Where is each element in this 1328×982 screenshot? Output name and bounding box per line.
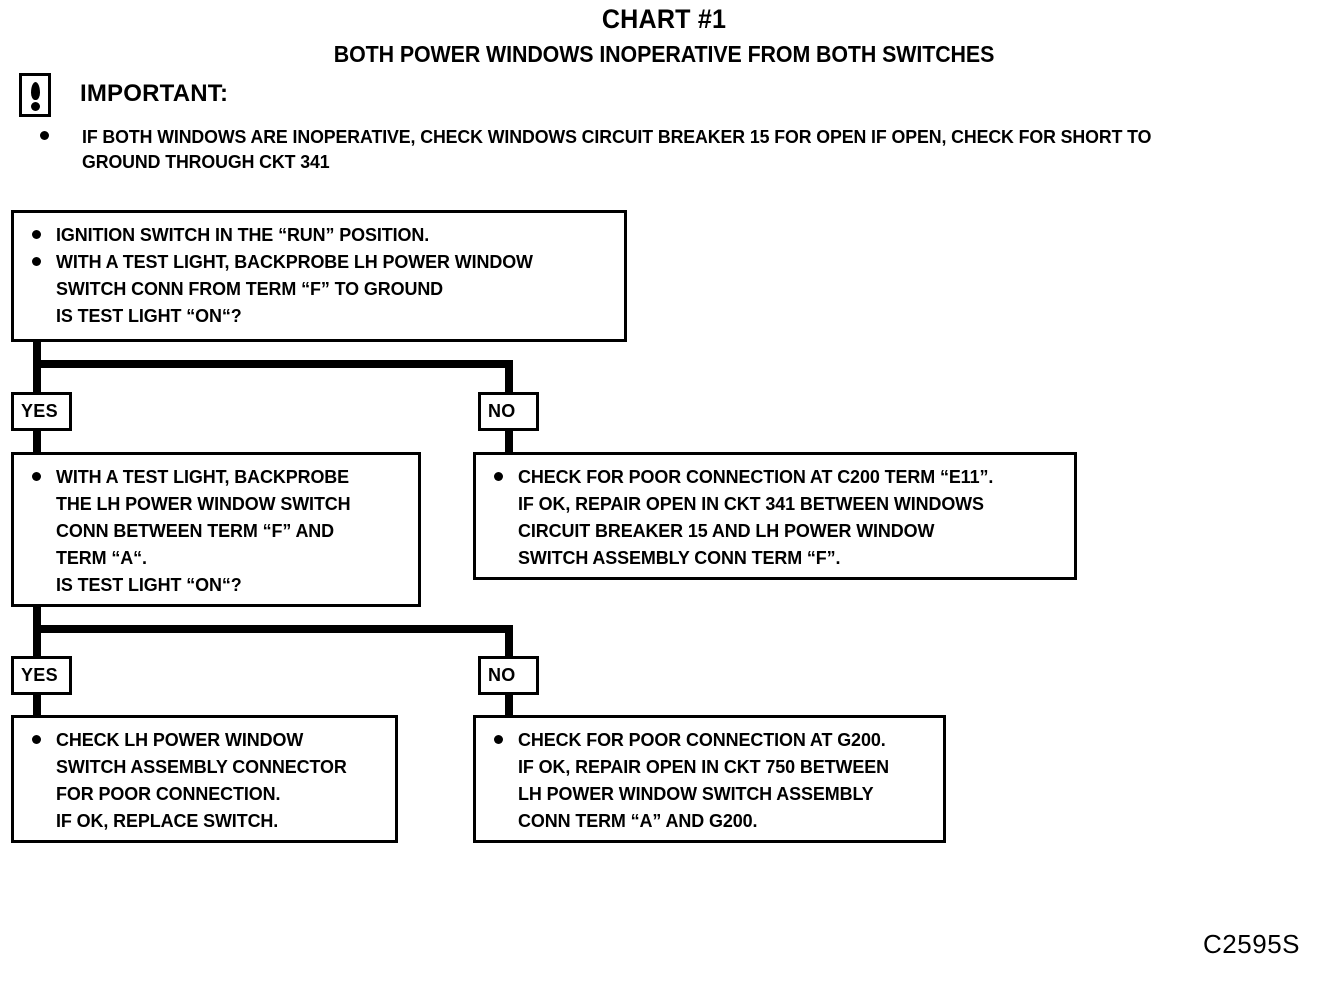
exclamation-stem [30, 82, 40, 100]
branch1-yes-tag: YES [11, 392, 72, 431]
branch2-yes-tag: YES [11, 656, 72, 695]
step1-box: IGNITION SWITCH IN THE “RUN” POSITION. W… [11, 210, 627, 342]
page-subtitle: BOTH POWER WINDOWS INOPERATIVE FROM BOTH… [333, 41, 995, 67]
branch2-no-label: NO [488, 665, 516, 685]
connector-branch2-horizontal [33, 625, 513, 633]
step2-no-text: CHECK FOR POOR CONNECTION AT C200 TERM “… [518, 466, 994, 568]
bullet-marker [494, 472, 503, 481]
important-bullet-text: IF BOTH WINDOWS ARE INOPERATIVE, CHECK W… [82, 126, 1152, 172]
step1-line1: IGNITION SWITCH IN THE “RUN” POSITION. [56, 224, 430, 245]
step2-no-box: CHECK FOR POOR CONNECTION AT C200 TERM “… [473, 452, 1077, 580]
bullet-marker [32, 230, 41, 239]
connector-yes-to-step3 [33, 694, 41, 716]
connector-branch2-no-down [505, 625, 513, 658]
bullet-marker [32, 472, 41, 481]
step3-yes-box: CHECK LH POWER WINDOW SWITCH ASSEMBLY CO… [11, 715, 398, 843]
connector-branch2-yes-down [33, 625, 41, 658]
exclamation-dot [30, 102, 40, 111]
bullet-marker [494, 735, 503, 744]
branch2-yes-label: YES [21, 665, 58, 685]
connector-step2-down [33, 607, 41, 631]
connector-branch1-horizontal [33, 360, 513, 368]
step3-no-text: CHECK FOR POOR CONNECTION AT G200. IF OK… [518, 729, 889, 831]
branch1-no-label: NO [488, 401, 516, 421]
connector-no-to-step2 [505, 430, 513, 454]
step1-line2: WITH A TEST LIGHT, BACKPROBE LH POWER WI… [56, 251, 533, 326]
connector-no-to-step3 [505, 694, 513, 716]
bullet-marker [32, 257, 41, 266]
connector-branch1-yes-down [33, 360, 41, 394]
important-label: IMPORTANT: [80, 80, 229, 107]
step2-yes-box: WITH A TEST LIGHT, BACKPROBE THE LH POWE… [11, 452, 421, 607]
bullet-marker [32, 735, 41, 744]
step2-yes-text: WITH A TEST LIGHT, BACKPROBE THE LH POWE… [56, 466, 351, 595]
important-bullet-marker [40, 131, 49, 140]
branch1-yes-label: YES [21, 401, 58, 421]
step3-yes-text: CHECK LH POWER WINDOW SWITCH ASSEMBLY CO… [56, 729, 347, 831]
connector-yes-to-step2 [33, 430, 41, 454]
step3-no-box: CHECK FOR POOR CONNECTION AT G200. IF OK… [473, 715, 946, 843]
exclamation-in-box-icon [19, 73, 51, 117]
connector-step1-down [33, 342, 41, 366]
branch1-no-tag: NO [478, 392, 539, 431]
document-code: C2595S [1203, 929, 1300, 959]
connector-branch1-no-down [505, 360, 513, 394]
page-title: CHART #1 [601, 4, 727, 34]
branch2-no-tag: NO [478, 656, 539, 695]
